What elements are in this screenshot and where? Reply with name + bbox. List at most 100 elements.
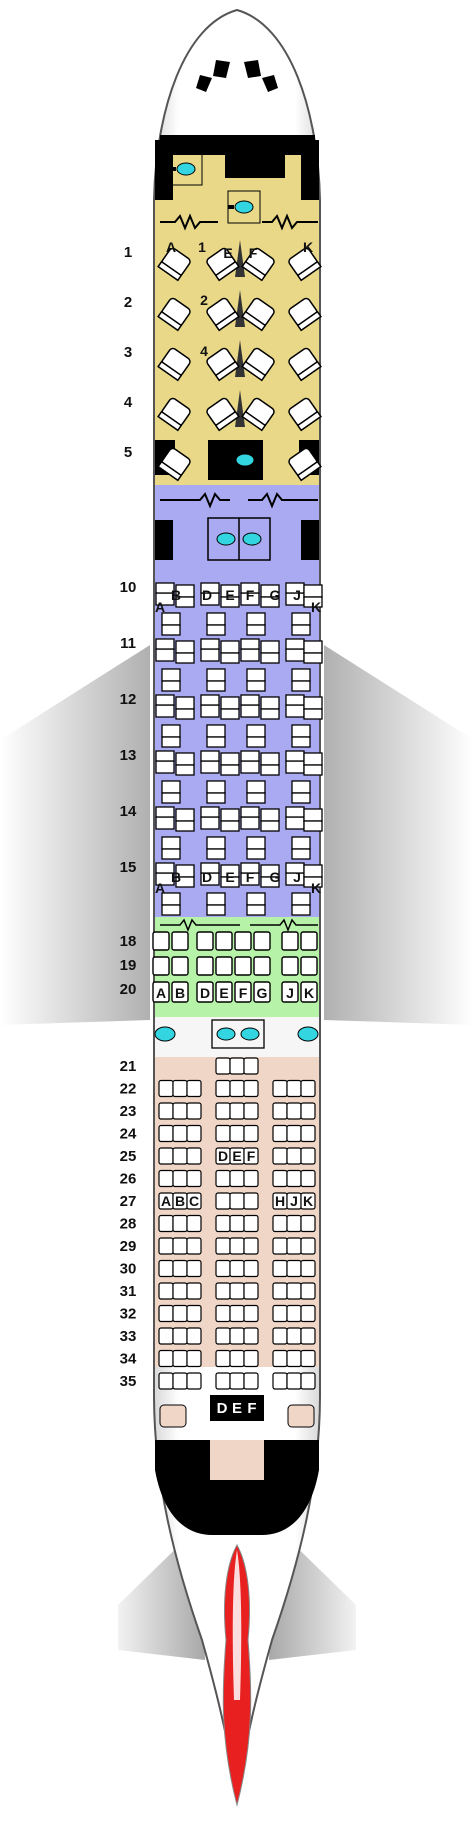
club-seat-back <box>260 596 280 608</box>
seat-letter-label: D <box>200 985 210 1001</box>
wt-seat <box>300 1147 316 1165</box>
club-seat-cushion <box>303 696 323 710</box>
club-seat <box>291 892 311 916</box>
club-seat-cushion <box>260 640 280 654</box>
seat-letter-label: F <box>247 1148 256 1164</box>
seat-letter-label: 1 <box>198 239 206 255</box>
wt-seat <box>286 1259 302 1278</box>
club-seat-back <box>246 736 266 748</box>
wt-seat <box>229 1304 245 1323</box>
club-seat-cushion <box>260 808 280 822</box>
wt-seat <box>215 1237 231 1255</box>
club-seat-back <box>260 708 280 720</box>
wt-seat <box>243 1147 259 1165</box>
club-seat <box>200 750 220 774</box>
lavatory-icon <box>216 532 236 546</box>
club-seat <box>291 612 311 636</box>
seat-letter-label: K <box>311 880 321 896</box>
first-seat-back <box>214 310 240 332</box>
club-seat <box>260 752 280 776</box>
first-seat <box>157 297 191 332</box>
club-seat-cushion <box>246 668 266 682</box>
club-seat-back <box>200 582 220 594</box>
row-number-label: 2 <box>124 294 132 311</box>
first-seat-back <box>296 460 322 482</box>
wtp-seat <box>300 981 318 1003</box>
wt-seat <box>272 1327 288 1345</box>
club-seat-cushion <box>291 612 311 626</box>
wt-seat <box>186 1372 202 1390</box>
club-seat <box>155 806 175 830</box>
seat-letter-label: F <box>246 869 255 885</box>
wt-seat <box>286 1304 302 1323</box>
club-seat-back <box>200 750 220 762</box>
wt-seat <box>186 1237 202 1255</box>
first-seat <box>157 347 191 382</box>
club-seat-back <box>246 624 266 636</box>
seat-letter-label: 4 <box>200 343 208 359</box>
club-seat <box>206 892 226 916</box>
club-seat-back <box>155 638 175 650</box>
club-seat <box>285 806 305 830</box>
wtp-seat <box>300 931 318 951</box>
club-seat <box>206 836 226 860</box>
first-seat-back <box>241 260 267 282</box>
first-seat <box>241 347 275 382</box>
seat-letter-label: K <box>303 1193 313 1209</box>
club-seat <box>161 724 181 748</box>
wt-seat <box>243 1304 259 1323</box>
seat-letter-label: D <box>217 1400 228 1417</box>
wt-seat <box>158 1147 174 1165</box>
club-seat-back <box>240 638 260 650</box>
club-seat-back <box>303 708 323 720</box>
wt-seat <box>158 1237 174 1255</box>
club-seat-back <box>200 638 220 650</box>
wt-seat <box>172 1214 188 1233</box>
wt-seat <box>158 1124 174 1143</box>
club-seat <box>246 780 266 804</box>
wt-seat <box>158 1282 174 1300</box>
club-seat-cushion <box>155 760 175 774</box>
door-marker <box>160 918 240 933</box>
seat-letter-label: G <box>257 985 268 1001</box>
club-seat-cushion <box>206 892 226 906</box>
club-seat <box>175 808 195 832</box>
wt-seat <box>186 1304 202 1323</box>
club-seat <box>285 750 305 774</box>
wtp-seat <box>215 931 233 951</box>
club-seat-cushion <box>175 640 195 654</box>
seat-letter-label: K <box>303 239 313 255</box>
club-seat <box>291 724 311 748</box>
club-seat-cushion <box>246 836 266 850</box>
row-number-label: 23 <box>120 1103 137 1120</box>
club-seat-back <box>285 638 305 650</box>
club-seat-back <box>240 750 260 762</box>
wt-seat <box>300 1327 316 1345</box>
wtp-seat <box>215 956 233 976</box>
club-seat-cushion <box>285 648 305 662</box>
club-seat <box>246 892 266 916</box>
club-seat-back <box>291 736 311 748</box>
row-number-label: 3 <box>124 344 132 361</box>
club-seat-cushion <box>285 760 305 774</box>
club-seat <box>291 668 311 692</box>
wt-seat <box>186 1147 202 1165</box>
wt-seat <box>186 1214 202 1233</box>
wt-seat <box>215 1124 231 1143</box>
first-seat-back <box>157 260 183 282</box>
first-seat <box>157 397 191 432</box>
club-seat-cushion <box>246 780 266 794</box>
wt-seat <box>300 1237 316 1255</box>
wt-seat <box>229 1372 245 1390</box>
club-seat-back <box>303 876 323 888</box>
club-seat <box>260 584 280 608</box>
door-marker <box>160 492 230 509</box>
first-seat <box>206 347 240 382</box>
row-number-label: 20 <box>120 981 137 998</box>
wt-seat <box>300 1192 316 1210</box>
wt-seat <box>243 1327 259 1345</box>
wt-seat <box>172 1349 188 1368</box>
wt-seat <box>243 1079 259 1098</box>
club-seat-back <box>155 694 175 706</box>
club-seat-cushion <box>220 808 240 822</box>
